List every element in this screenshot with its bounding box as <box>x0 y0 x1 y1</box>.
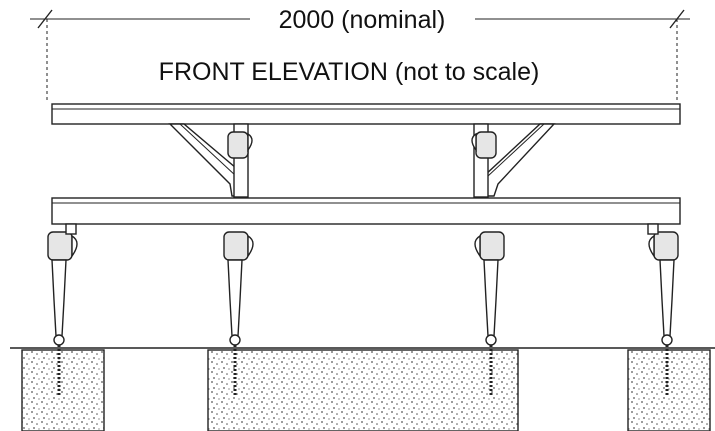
anchor-bolt-3 <box>485 334 497 396</box>
seat-board <box>51 197 681 225</box>
dimension-label: 2000 (nominal) <box>279 6 446 34</box>
table-top <box>51 103 681 125</box>
upper-post-left <box>227 123 253 198</box>
leg-2 <box>223 231 254 337</box>
footing-left <box>21 349 105 431</box>
anchor-bolt-1 <box>53 334 65 396</box>
footing-right <box>627 349 711 431</box>
leg-1 <box>47 223 78 337</box>
anchor-bolt-2 <box>229 334 241 396</box>
footing-center <box>207 349 519 431</box>
anchor-bolt-4 <box>661 334 673 396</box>
drawing-title: FRONT ELEVATION (not to scale) <box>159 58 540 86</box>
dimension-line: 2000 (nominal) <box>30 6 690 102</box>
dimension-tick-left <box>37 9 53 29</box>
leg-3 <box>474 231 505 337</box>
leg-4 <box>647 223 679 337</box>
upper-post-right <box>471 123 497 198</box>
